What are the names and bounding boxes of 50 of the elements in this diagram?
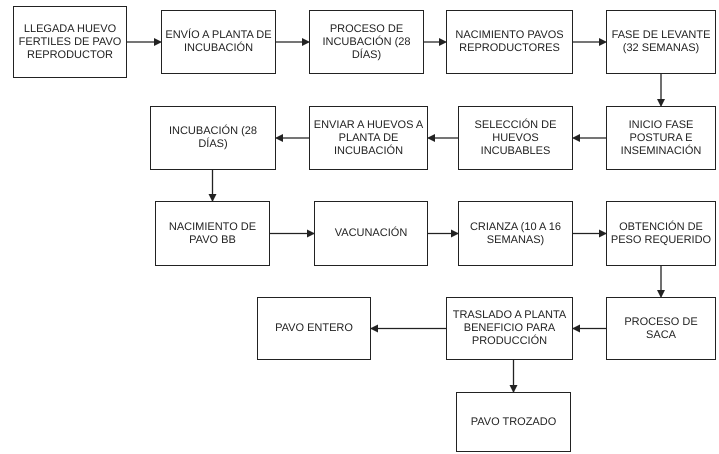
step-label: INCUBACIÓN (28 DÍAS) (168, 125, 258, 151)
process-box (458, 106, 573, 170)
arrow (573, 38, 607, 46)
step-label: LLEGADA HUEVO FERTILES DE PAVO REPRODUCTOR (18, 22, 122, 62)
step-label: CRIANZA (10 A 16 SEMANAS) (468, 220, 562, 246)
process-box (161, 10, 276, 74)
step-label: PAVO ENTERO (275, 322, 353, 335)
process-box (606, 201, 716, 266)
step-label: ENVIAR A HUEVOS A PLANTA DE INCUBACIÓN (312, 118, 424, 158)
step-label: PROCESO DE SACA (623, 316, 699, 342)
arrow (208, 170, 216, 202)
arrow (657, 266, 665, 298)
arrow (276, 38, 310, 46)
process-box (257, 297, 371, 360)
process-box (446, 297, 573, 360)
step-label: TRASLADO A PLANTA BENEFICIO PARA PRODUCCIÓN (452, 309, 568, 348)
process-box (446, 10, 573, 74)
process-box (606, 10, 716, 74)
process-box (458, 201, 573, 266)
step-label: SELECCIÓN DE HUEVOS INCUBABLES (474, 118, 558, 158)
step-label: PAVO TROZADO (470, 416, 556, 428)
process-box (456, 392, 571, 452)
process-box (309, 10, 424, 74)
arrow (424, 38, 447, 46)
arrow (127, 38, 162, 46)
arrow (428, 230, 459, 238)
step-label: NACIMIENTO DE PAVO BB (168, 220, 258, 246)
arrow (657, 74, 665, 107)
process-box (150, 106, 276, 170)
step-label: OBTENCIÓN DE PESO REQUERIDO (610, 220, 712, 246)
process-box (314, 201, 428, 266)
arrow (270, 230, 315, 238)
arrow (573, 230, 607, 238)
process-box (155, 201, 270, 266)
arrow (370, 324, 446, 332)
arrow (572, 134, 606, 142)
step-label: INICIO FASE POSTURA E INSEMINACIÓN (620, 118, 702, 158)
arrow (275, 134, 309, 142)
step-label: NACIMIENTO PAVOS REPRODUCTORES (454, 29, 565, 55)
arrow (510, 360, 518, 393)
step-label: VACUNACIÓN (334, 227, 408, 240)
step-label: PROCESO DE INCUBACIÓN (28 DÍAS) (321, 22, 412, 62)
arrow (427, 134, 458, 142)
step-label: FASE DE LEVANTE (32 SEMANAS) (610, 29, 712, 55)
process-box (606, 297, 716, 360)
arrow (572, 324, 606, 332)
process-box (606, 106, 716, 170)
process-box (13, 6, 127, 78)
step-label: ENVÍO A PLANTA DE INCUBACIÓN (164, 29, 273, 55)
process-box (309, 106, 428, 170)
